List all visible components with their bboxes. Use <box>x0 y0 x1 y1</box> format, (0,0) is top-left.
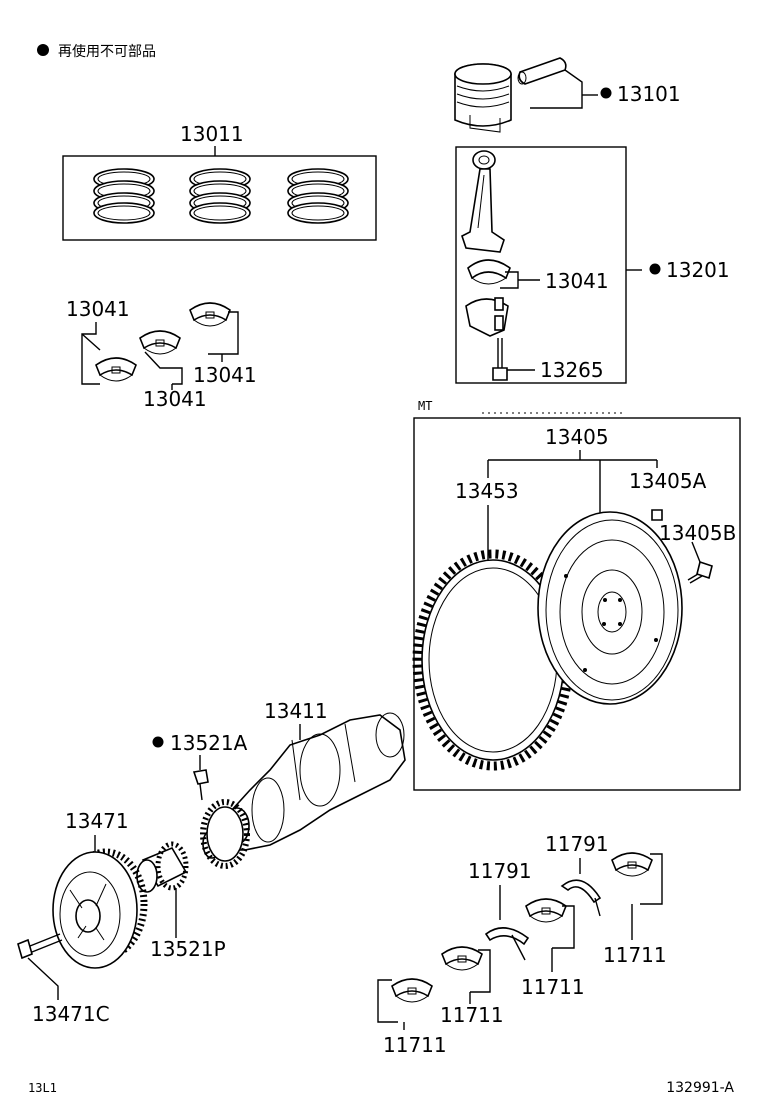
flywheel-bolt[interactable] <box>687 560 713 584</box>
rod-bolt[interactable] <box>492 338 508 381</box>
label-13453: 13453 <box>455 479 519 503</box>
main-bearing-set[interactable] <box>391 852 653 1003</box>
label-13041-c: 13041 <box>193 363 257 387</box>
label-11711-d: 11711 <box>603 943 667 967</box>
label-13521P: 13521P <box>150 937 226 961</box>
flywheel[interactable] <box>537 511 683 705</box>
piston-assembly[interactable] <box>454 57 567 133</box>
crank-pulley-bolt[interactable] <box>17 933 63 960</box>
non-reusable-marker-icon <box>600 87 612 99</box>
mt-label: MT <box>418 399 432 413</box>
label-11711-b: 11711 <box>440 1003 504 1027</box>
flywheel-pin[interactable] <box>651 509 663 521</box>
crank-gear[interactable] <box>136 841 189 893</box>
label-11791-a: 11791 <box>468 859 532 883</box>
label-13521A: 13521A <box>170 731 248 755</box>
label-13411: 13411 <box>264 699 328 723</box>
connecting-rod[interactable] <box>461 150 505 253</box>
label-13471: 13471 <box>65 809 129 833</box>
flywheel-box <box>413 417 741 791</box>
thrust-washer-left[interactable] <box>484 927 530 946</box>
label-13041-b: 13041 <box>143 387 207 411</box>
label-13101: 13101 <box>617 82 681 106</box>
label-13041-rod: 13041 <box>545 269 609 293</box>
non-reusable-marker-icon <box>152 736 164 748</box>
label-13405B: 13405B <box>659 521 736 545</box>
label-13405: 13405 <box>545 425 609 449</box>
footer-diagram-id: 132991-A <box>666 1080 734 1096</box>
legend: 再使用不可部品 <box>37 43 156 60</box>
piston-ring-set[interactable] <box>93 168 349 224</box>
label-11711-a: 11711 <box>383 1033 447 1057</box>
label-11711-c: 11711 <box>521 975 585 999</box>
rod-bearing-upper[interactable] <box>467 259 511 285</box>
label-13405A: 13405A <box>629 469 707 493</box>
crank-key[interactable] <box>192 769 209 785</box>
legend-text: 再使用不可部品 <box>58 43 156 60</box>
connecting-rod-box <box>455 146 627 384</box>
label-13041-a: 13041 <box>66 297 130 321</box>
label-13471C: 13471C <box>32 1002 110 1026</box>
crank-bearing-set-left[interactable] <box>95 302 231 382</box>
rod-cap[interactable] <box>465 297 509 337</box>
crank-pulley[interactable] <box>52 848 148 969</box>
non-reusable-marker-icon <box>649 263 661 275</box>
non-reusable-marker-icon <box>37 44 49 56</box>
label-11791-b: 11791 <box>545 832 609 856</box>
label-13201: 13201 <box>666 258 730 282</box>
thrust-washer-right[interactable] <box>560 879 602 904</box>
label-13265: 13265 <box>540 358 604 382</box>
piston-ring-set-box <box>62 155 377 241</box>
label-13011: 13011 <box>180 122 244 146</box>
footer-code-left: 13L1 <box>28 1081 57 1095</box>
crank-timing-gear[interactable] <box>200 799 250 869</box>
